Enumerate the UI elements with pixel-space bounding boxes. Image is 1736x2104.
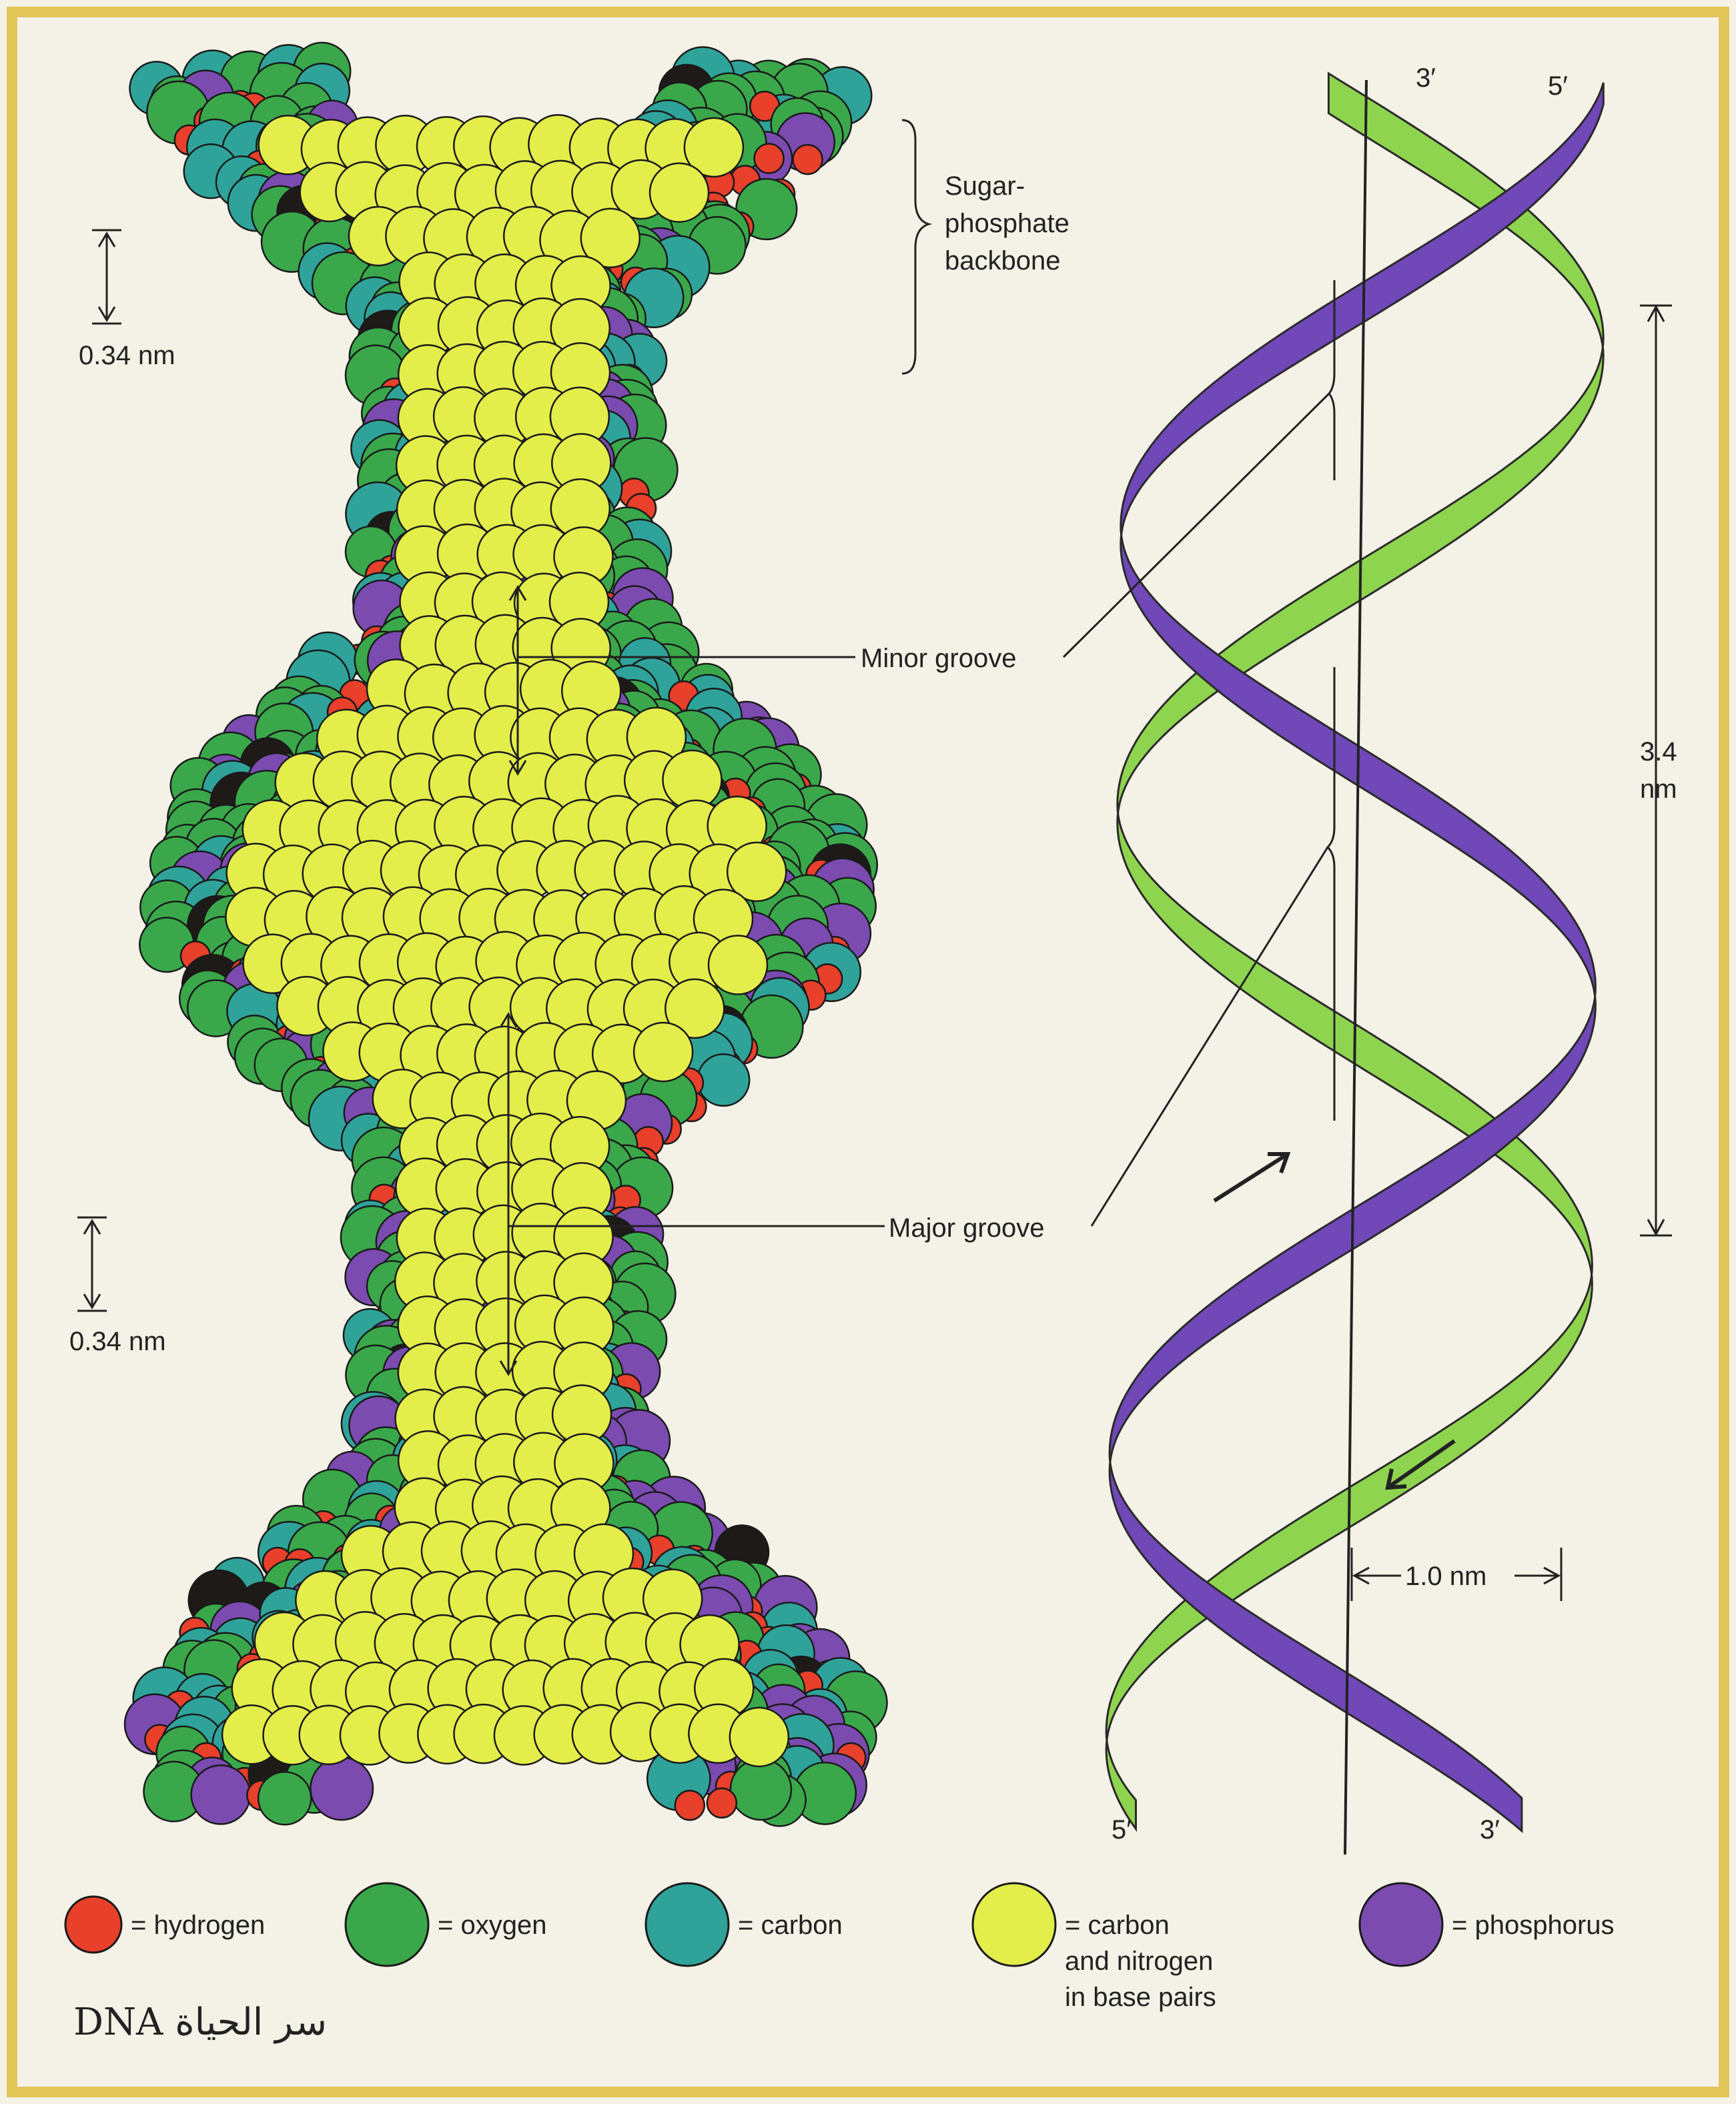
- carbon-atom: [698, 1054, 750, 1106]
- hydrogen-atom: [675, 1790, 705, 1820]
- legend-swatch: [646, 1883, 729, 1966]
- base-pair-atom: [709, 936, 767, 995]
- major-groove-label: Major groove: [889, 1213, 1044, 1243]
- spacing-top-label: 0.34 nm: [79, 341, 175, 370]
- hydrogen-atom: [755, 144, 784, 173]
- pitch-label-unit: nm: [1640, 774, 1677, 804]
- legend-swatch: [65, 1897, 121, 1953]
- strand-end-bottom-right: 3′: [1480, 1815, 1500, 1845]
- backbone-label-line1: Sugar-: [945, 171, 1025, 201]
- strand-end-top-right: 5′: [1548, 71, 1568, 101]
- legend-swatch: [1360, 1883, 1442, 1966]
- legend-swatch: [346, 1883, 428, 1966]
- strand-end-bottom-left: 5′: [1112, 1815, 1132, 1845]
- spacing-bottom-label: 0.34 nm: [69, 1327, 166, 1356]
- legend-label: = carbon: [738, 1911, 843, 1940]
- width-label: 1.0 nm: [1405, 1562, 1486, 1591]
- base-pair-atom: [730, 1708, 789, 1766]
- legend-label: in base pairs: [1065, 1983, 1216, 2012]
- phosphorus-atom: [310, 1758, 373, 1820]
- hydrogen-atom: [793, 145, 823, 174]
- base-pair-atom: [650, 163, 709, 222]
- minor-groove-label: Minor groove: [861, 644, 1016, 673]
- legend-label: = phosphorus: [1452, 1911, 1615, 1940]
- backbone-label-line3: backbone: [945, 246, 1060, 276]
- legend-swatch: [973, 1883, 1055, 1966]
- caption: DNA سر الحياة: [73, 2001, 327, 2044]
- phosphorus-atom: [191, 1765, 250, 1824]
- legend-label: = oxygen: [438, 1911, 546, 1940]
- oxygen-atom: [258, 1772, 311, 1824]
- strand-end-top-left: 3′: [1416, 63, 1436, 93]
- legend-label: = hydrogen: [131, 1911, 265, 1940]
- backbone-label-line2: phosphate: [945, 209, 1069, 238]
- pitch-label-value: 3.4: [1640, 737, 1677, 766]
- legend-label: and nitrogen: [1065, 1947, 1213, 1976]
- base-pair-atom: [634, 1023, 693, 1081]
- hydrogen-atom: [707, 1788, 737, 1818]
- legend-label: = carbon: [1065, 1911, 1170, 1940]
- oxygen-atom: [731, 1759, 791, 1820]
